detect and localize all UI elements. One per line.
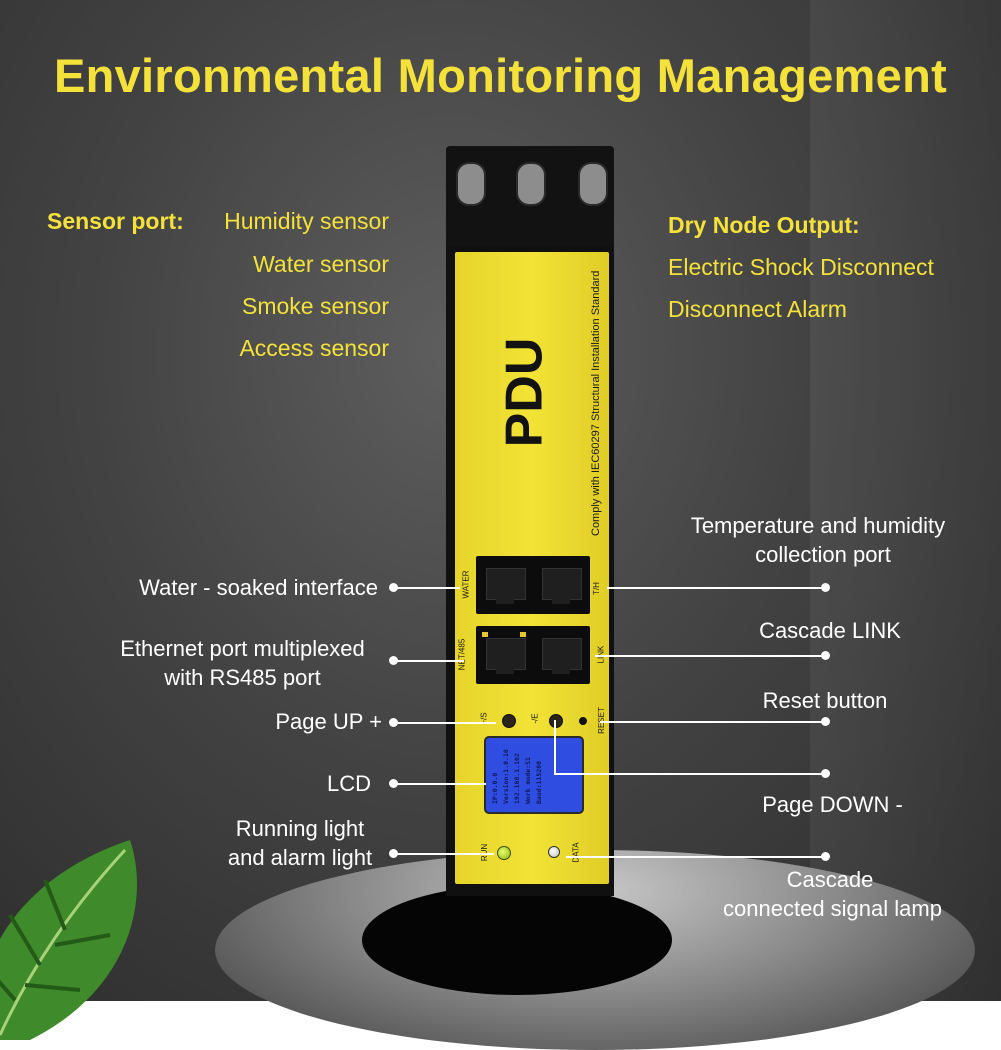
sensor-heading: Sensor port: [47, 208, 184, 234]
callout-cascade-signal: connected signal lamp [723, 896, 942, 921]
dry-node-heading: Dry Node Output: [668, 212, 860, 238]
jack-tab [496, 596, 514, 604]
callout-dot [821, 717, 830, 726]
sensor-item: Humidity sensor [224, 208, 389, 234]
callout-line [394, 853, 494, 855]
net-port-label: NET/485 [457, 638, 467, 671]
callout-running: Running light [235, 816, 365, 841]
callout-line [566, 856, 825, 858]
callout-line [394, 783, 486, 785]
callout-temp-humidity: Temperature and humidity [690, 513, 946, 538]
callout-line [554, 773, 825, 775]
standard-label: Comply with IEC60297 Structural Installa… [590, 270, 602, 536]
mounting-slot [516, 162, 546, 206]
callout-temp-humidity: collection port [755, 542, 891, 567]
callout-cascade-signal: Cascade [786, 867, 874, 892]
sensor-item: Smoke sensor [241, 293, 389, 319]
page-title: Environmental Monitoring Management [53, 49, 948, 102]
callout-line [600, 721, 825, 723]
callout-ethernet: Ethernet port multiplexed [120, 636, 365, 661]
callout-dot [821, 583, 830, 592]
callout-reset: Reset button [762, 688, 888, 713]
lcd-line: IP:0.0.0 [491, 772, 499, 804]
callout-running: and alarm light [227, 845, 373, 870]
callout-line [595, 655, 825, 657]
callout-line [607, 587, 825, 589]
callout-line [394, 722, 496, 724]
sensor-item: Access sensor [239, 335, 389, 361]
callout-line [554, 720, 556, 774]
callout-dot [389, 583, 398, 592]
jack-tab [552, 666, 570, 674]
pdu-label: PDU [495, 337, 554, 448]
callout-dot [389, 779, 398, 788]
mounting-slot [578, 162, 608, 206]
data-label: DATA [571, 842, 581, 863]
th-port[interactable] [532, 556, 590, 614]
callout-ethernet: with RS485 port [164, 665, 321, 690]
callout-lcd: LCD [326, 771, 371, 796]
port-led [482, 632, 488, 637]
background-panel [810, 0, 1001, 1001]
callout-dot [821, 651, 830, 660]
data-led [548, 846, 560, 858]
reset-button[interactable] [579, 717, 587, 725]
port-led [520, 632, 526, 637]
link-port[interactable] [532, 626, 590, 684]
mounting-slot [456, 162, 486, 206]
mounting-bracket [446, 146, 614, 246]
lcd-line: Baud:115200 [535, 760, 543, 804]
sensor-item: Water sensor [253, 251, 389, 277]
callout-dot [389, 718, 398, 727]
stage-hole [362, 885, 672, 995]
callout-cascade-link: Cascade LINK [759, 618, 901, 643]
water-port-label: WATER [461, 570, 471, 599]
lcd-line: Work mode:S1 [524, 757, 532, 804]
callout-dot [389, 656, 398, 665]
jack-tab [552, 596, 570, 604]
page-down-button[interactable] [549, 714, 563, 728]
dry-node-item: Disconnect Alarm [668, 296, 847, 322]
rj45-jack [486, 638, 526, 670]
lcd-screen: IP:0.0.0 Version:1.0.10 192.168.1.102 Wo… [484, 736, 584, 814]
callout-water-interface: Water - soaked interface [139, 575, 378, 600]
callout-line [394, 660, 464, 662]
down-button-label: -/E [530, 713, 540, 724]
water-port[interactable] [476, 556, 534, 614]
dry-node-item: Electric Shock Disconnect [668, 254, 934, 280]
callout-page-up: Page UP + [275, 709, 382, 734]
page-up-button[interactable] [502, 714, 516, 728]
callout-dot [821, 852, 830, 861]
plant-leaf-icon [0, 840, 137, 1040]
run-led [497, 846, 511, 860]
callout-dot [821, 769, 830, 778]
callout-line [394, 587, 460, 589]
jack-tab [496, 666, 514, 674]
lcd-line: 192.168.1.102 [513, 753, 521, 804]
th-port-label: T/H [591, 582, 601, 595]
lcd-line: Version:1.0.10 [502, 749, 510, 804]
callout-dot [389, 849, 398, 858]
callout-page-down: Page DOWN - [762, 792, 903, 817]
